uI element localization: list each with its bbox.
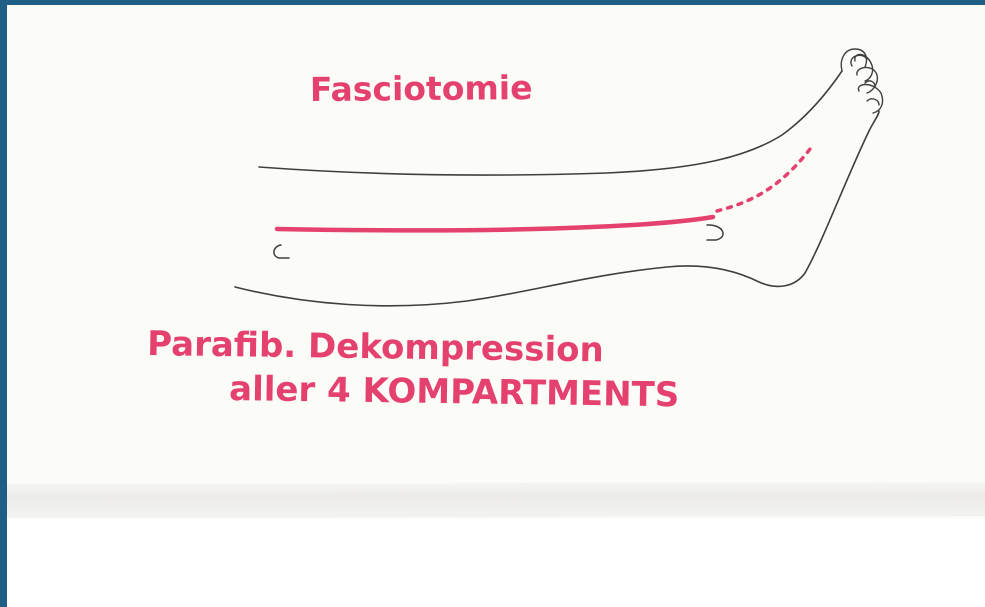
diagram-title: Fasciotomie <box>310 68 533 109</box>
toes-sketch <box>840 48 884 114</box>
leg-upper-outline <box>258 70 843 176</box>
caption-line-1: Parafib. Dekompression <box>147 324 604 370</box>
leg-sketch: Fasciotomie Parafib. Dekompression aller… <box>147 48 884 415</box>
sketch-page: Fasciotomie Parafib. Dekompression aller… <box>7 5 985 607</box>
caption-line-2: aller 4 KOMPARTMENTS <box>229 369 680 415</box>
leg-lower-outline <box>234 110 880 307</box>
fibular-head-mark <box>273 244 290 259</box>
paper-lower-sheet <box>7 519 985 607</box>
incision-line <box>274 214 716 233</box>
incision-extension-dashed <box>715 143 815 213</box>
malleolus-mark <box>706 224 724 241</box>
